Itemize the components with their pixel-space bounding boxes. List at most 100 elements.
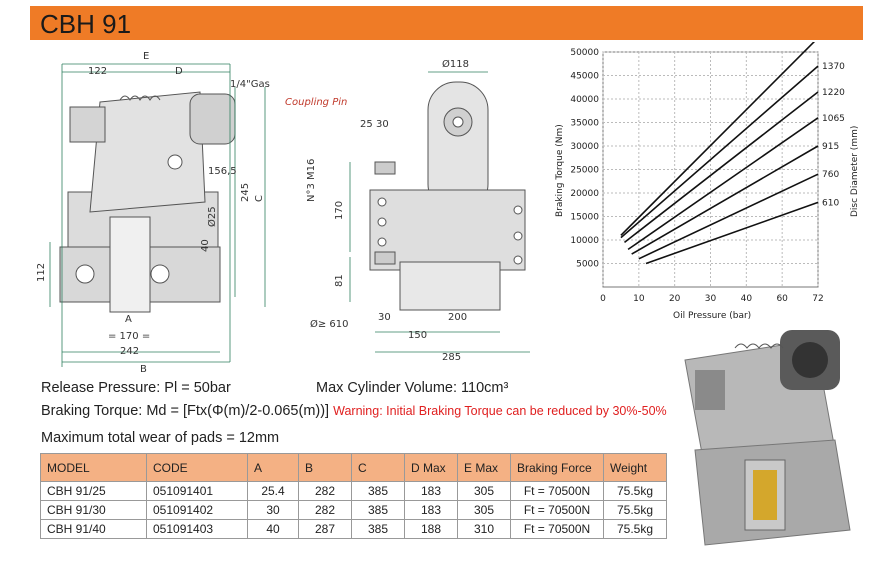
dim-a: A — [125, 314, 132, 325]
cell: CBH 91/30 — [40, 500, 147, 520]
chart-grid — [602, 51, 819, 288]
side-view — [369, 81, 526, 311]
max-wear: Maximum total wear of pads = 12mm — [41, 430, 280, 446]
dim-d610: Ø≥ 610 — [310, 318, 349, 330]
cell: 25.4 — [247, 481, 299, 501]
chart-y2label: Disc Diameter (mm) — [850, 126, 860, 217]
dim-122: 122 — [88, 66, 107, 77]
series-line-1065 — [627, 117, 819, 251]
dim-156: 156,5 — [208, 166, 237, 177]
series-line-1525 — [620, 42, 816, 236]
series-label-1525: 1525 — [822, 42, 845, 44]
release-pressure: Release Pressure: Pl = 50bar — [41, 380, 231, 396]
cell: 30 — [247, 500, 299, 520]
cell: Ft = 70500N — [510, 500, 604, 520]
front-view — [59, 91, 236, 313]
dim-30b: 30 — [378, 312, 391, 323]
dim-81: 81 — [334, 274, 345, 287]
dim-30a: 30 — [376, 119, 389, 130]
y-tick-label: 35000 — [570, 119, 599, 129]
series-line-1370 — [620, 65, 819, 239]
x-tick-label: 20 — [669, 294, 681, 304]
cell: 282 — [298, 500, 352, 520]
dim-242: 242 — [120, 346, 139, 357]
y-tick-label: 30000 — [570, 142, 599, 152]
cell: 305 — [457, 500, 511, 520]
cell: CBH 91/40 — [40, 519, 147, 539]
dim-m16: N°3 M16 — [306, 159, 317, 202]
cell: 40 — [247, 519, 299, 539]
y-tick-label: 5000 — [576, 260, 599, 270]
series-line-760 — [638, 173, 819, 260]
cell: 282 — [298, 481, 352, 501]
dim-d25: Ø25 — [206, 206, 218, 227]
col-emax: E Max — [457, 453, 511, 482]
coupling-pin-label: Coupling Pin — [285, 97, 347, 108]
max-cylinder-volume: Max Cylinder Volume: 110cm³ — [316, 380, 509, 396]
chart-xlabel: Oil Pressure (bar) — [673, 311, 751, 321]
series-label-1065: 1065 — [822, 114, 845, 124]
dim-c: C — [254, 195, 265, 202]
col-b: B — [298, 453, 352, 482]
dim-b: B — [140, 364, 147, 372]
cell: Ft = 70500N — [510, 519, 604, 539]
cell: 385 — [351, 500, 405, 520]
series-line-1220 — [624, 91, 819, 243]
page-title: CBH 91 — [40, 9, 132, 39]
chart-series: 1525137012201065915760610 — [620, 42, 845, 265]
dim-40: 40 — [200, 239, 211, 252]
braking-torque-chart: 1525137012201065915760610 50001000015000… — [555, 42, 860, 321]
cell: 051091402 — [146, 500, 248, 520]
cell: 051091401 — [146, 481, 248, 501]
cell: 75.5kg — [603, 481, 667, 501]
series-line-915 — [631, 145, 819, 255]
table-row: CBH 91/25 051091401 25.4 282 385 183 305… — [40, 481, 667, 501]
y-tick-label: 15000 — [570, 213, 599, 223]
cell: 287 — [298, 519, 352, 539]
y-tick-label: 20000 — [570, 189, 599, 199]
y-tick-label: 10000 — [570, 236, 599, 246]
y-tick-label: 50000 — [570, 48, 599, 58]
table-row: CBH 91/30 051091402 30 282 385 183 305 F… — [40, 500, 667, 520]
dim-25: 25 — [360, 119, 373, 130]
cell: 75.5kg — [603, 519, 667, 539]
cell: CBH 91/25 — [40, 481, 147, 501]
chart-ticks: 5000 10000 15000 20000 25000 30000 35000 40000 4… — [570, 48, 823, 304]
y-tick-label: 40000 — [570, 95, 599, 105]
dim-d: D — [175, 66, 183, 77]
cell: 385 — [351, 519, 405, 539]
braking-torque-formula: Braking Torque: Md = [Ftx(Φ(m)/2-0.065(m… — [41, 403, 330, 419]
spec-table: MODEL CODE A B C D Max E Max Braking For… — [40, 453, 667, 539]
y-tick-label: 25000 — [570, 166, 599, 176]
x-tick-label: 30 — [705, 294, 717, 304]
cell: 75.5kg — [603, 500, 667, 520]
cell: 385 — [351, 481, 405, 501]
dim-150: 150 — [408, 330, 427, 341]
dim-285: 285 — [442, 352, 461, 363]
table-header-row: MODEL CODE A B C D Max E Max Braking For… — [40, 453, 667, 482]
dim-e: E — [143, 51, 149, 62]
dim-200: 200 — [448, 312, 467, 323]
series-label-915: 915 — [822, 142, 839, 152]
series-label-760: 760 — [822, 170, 839, 180]
chart-ylabel: Braking Torque (Nm) — [555, 124, 565, 217]
x-tick-label: 0 — [600, 294, 606, 304]
col-a: A — [247, 453, 299, 482]
dim-112: 112 — [36, 263, 47, 282]
col-dmax: D Max — [404, 453, 458, 482]
col-braking-force: Braking Force — [510, 453, 604, 482]
x-tick-label: 72 — [812, 294, 823, 304]
title-bar: CBH 91 — [30, 6, 863, 40]
cell: 183 — [404, 481, 458, 501]
dim-170b: 170 — [334, 201, 345, 220]
x-tick-label: 60 — [776, 294, 788, 304]
x-tick-label: 10 — [633, 294, 645, 304]
cell: 183 — [404, 500, 458, 520]
cell: 305 — [457, 481, 511, 501]
series-label-1370: 1370 — [822, 62, 845, 72]
dim-d118: Ø118 — [442, 58, 469, 70]
y-tick-label: 45000 — [570, 72, 599, 82]
brake-caliper-photo-icon — [684, 330, 851, 546]
dim-gas: 1/4"Gas — [230, 79, 270, 90]
cell: 188 — [404, 519, 458, 539]
